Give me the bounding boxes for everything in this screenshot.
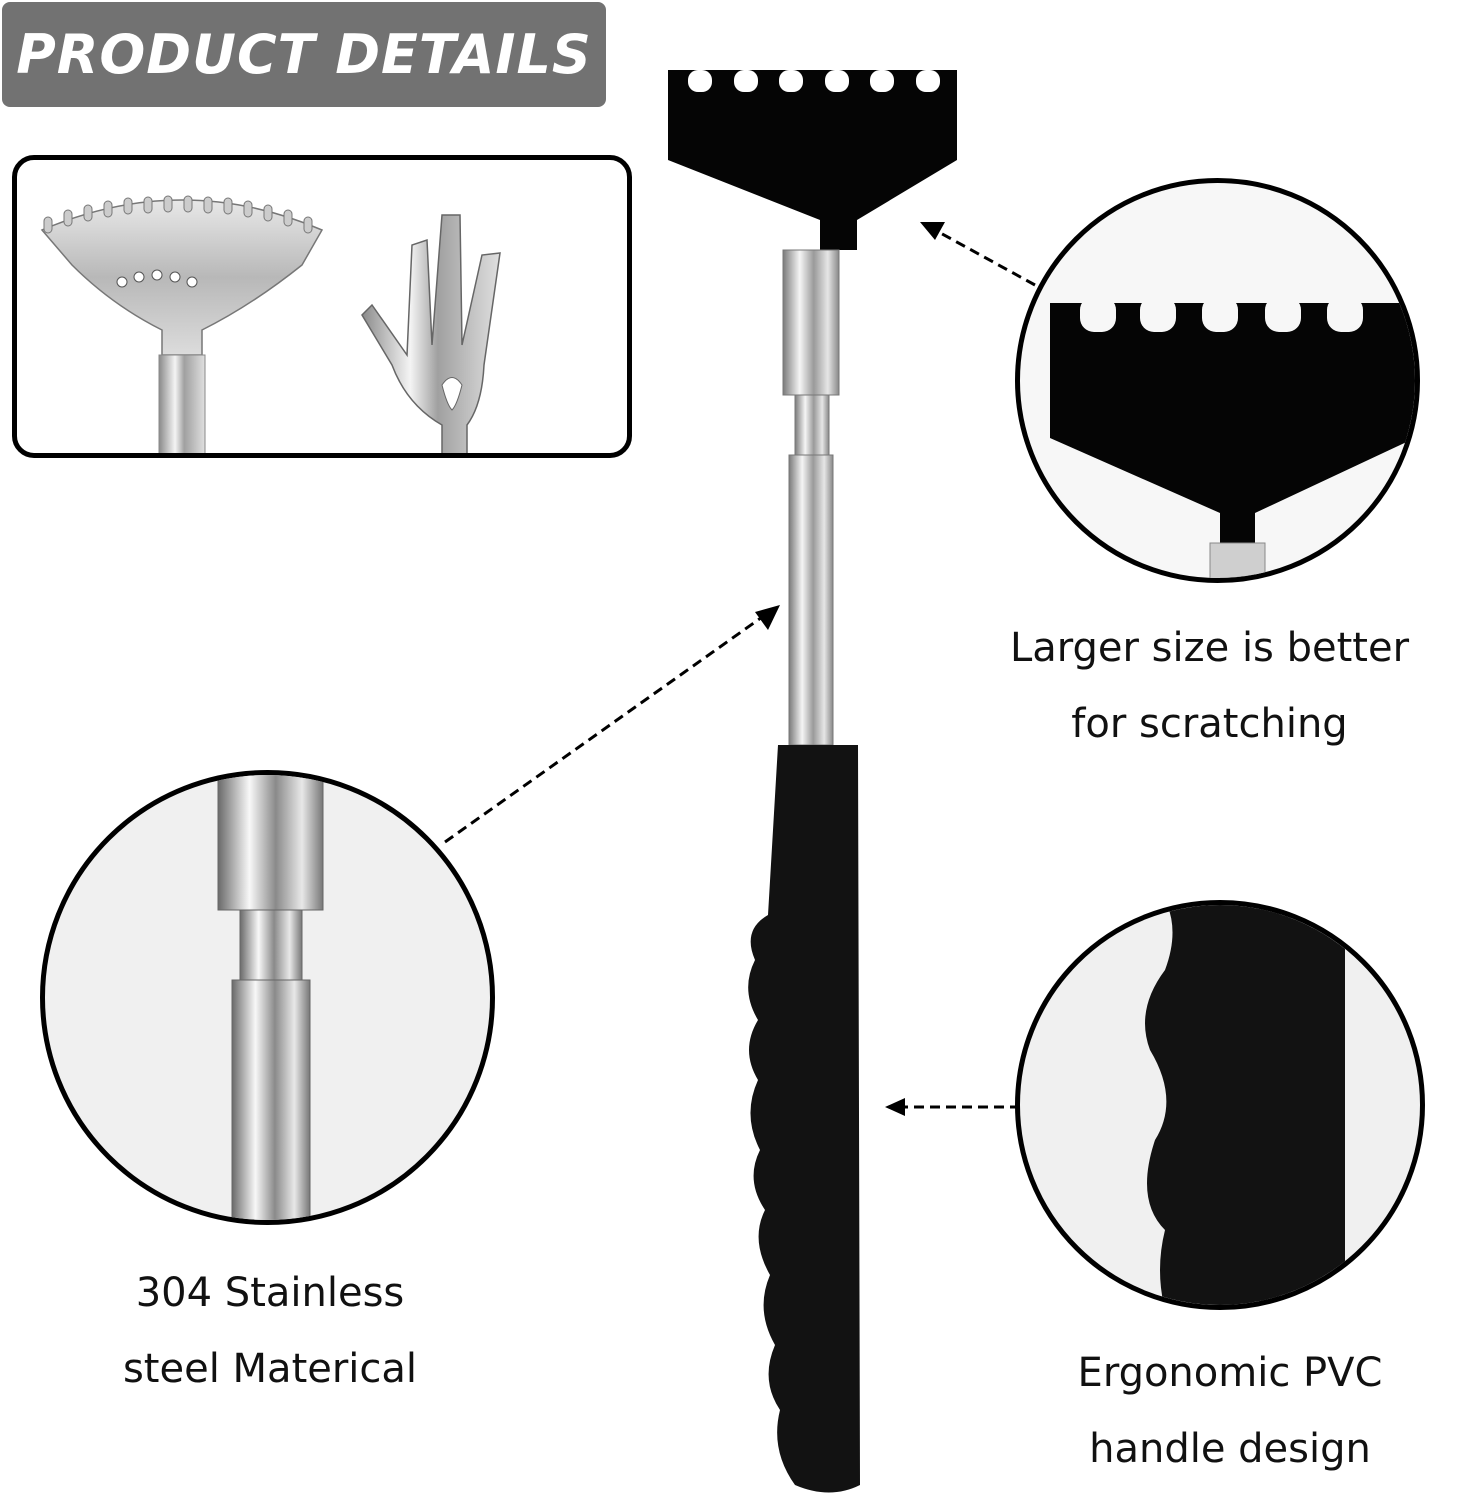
variant-heads-box	[12, 155, 632, 458]
handle-callout-label: Ergonomic PVC handle design	[1020, 1335, 1440, 1487]
handle-detail-circle	[1015, 900, 1425, 1310]
handle-grip-closeup	[1145, 905, 1345, 1305]
shaft-joint-closeup	[217, 775, 324, 1220]
shaft-callout-label: 304 Stainless steel Materical	[60, 1255, 480, 1407]
shaft-callout-line-1: 304 Stainless	[135, 1270, 405, 1316]
shaft-callout-line-2: steel Materical	[122, 1346, 418, 1392]
head-callout-line-1: Larger size is better	[1009, 625, 1410, 671]
handle-callout-line-2: handle design	[1089, 1426, 1371, 1472]
head-callout-label: Larger size is better for scratching	[960, 610, 1459, 762]
shaft-detail-circle	[40, 770, 495, 1225]
handle-callout-line-1: Ergonomic PVC	[1077, 1350, 1383, 1396]
head-callout-line-2: for scratching	[1071, 701, 1348, 747]
product-details-banner: PRODUCT DETAILS	[2, 2, 606, 107]
rake-head-closeup	[1050, 296, 1415, 578]
head-detail-circle	[1015, 178, 1420, 583]
stainless-rake-head-illustration	[40, 195, 501, 453]
banner-title: PRODUCT DETAILS	[16, 23, 592, 86]
